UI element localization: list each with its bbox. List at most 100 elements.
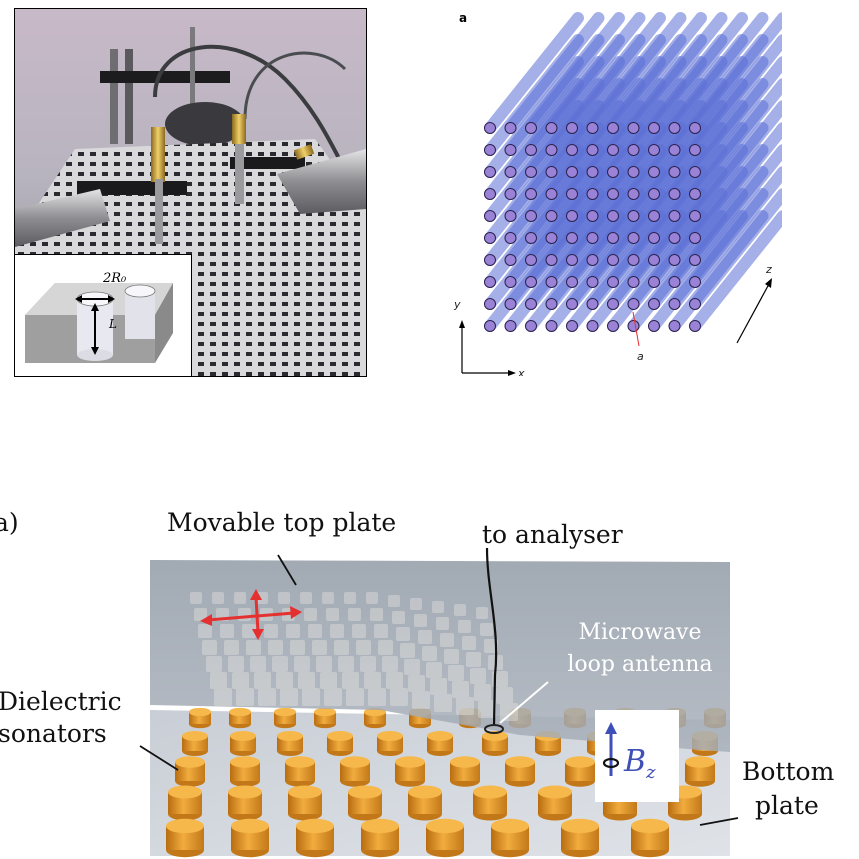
dielectric-resonator [288,785,322,821]
rod-face [484,298,496,310]
inset-drawing [25,283,173,363]
top-plate-resonator [276,672,293,689]
rod-face [545,144,558,156]
top-plate-resonator [426,662,442,678]
top-plate-resonator [326,608,339,621]
dielectric-resonator [230,756,260,787]
rod-face [545,320,558,332]
rod-face [566,188,578,200]
lattice-rod [586,210,687,332]
top-plate-resonator [206,656,222,672]
resonator-leader [139,745,179,771]
antenna-cable [485,547,498,727]
top-plate-resonator [410,598,422,610]
rod-face [689,166,701,178]
rod-face [566,166,578,178]
top-plate-resonator [448,665,464,681]
rod-face [586,210,599,222]
top-plate-resonator [234,592,246,604]
dielectric-resonator [189,707,211,729]
lattice-rod [504,210,605,332]
top-plate-resonator [190,592,202,604]
dielectric-resonator [426,818,464,858]
top-plate-resonator [242,624,256,638]
rod-face [504,298,517,310]
rod-face [545,166,558,178]
rod-face [668,276,681,288]
top-plate-resonator [352,624,366,638]
dielectric-resonator [285,756,315,787]
rod-face [504,276,517,288]
top-plate-resonator [210,672,227,689]
lattice-rod [689,210,789,332]
rod-face [668,298,681,310]
top-plate-resonator [302,688,320,706]
top-plate-resonator [390,688,408,706]
top-plate-resonator [370,608,383,621]
rod-face [627,144,640,156]
rod-face [586,122,599,134]
rod-face [504,210,517,222]
lattice-rod [627,210,728,332]
top-plate-resonator [264,624,278,638]
antenna-label-line2: loop antenna [567,652,713,677]
dielectric-resonator [473,785,507,821]
top-plate-resonator [322,592,334,604]
rod-face [525,144,537,156]
top-plate-resonator [360,656,376,672]
panel-label-fragment: a) [0,508,19,537]
experiment-photo: 2R₀ L [14,8,367,377]
rod-face [484,276,496,288]
rod-face [525,320,537,332]
rod-face [689,254,701,266]
dielectric-resonator [395,756,425,787]
dielectric-resonator [274,707,296,729]
top-plate-resonator [418,630,432,644]
rod-face [689,210,701,222]
top-plate-resonator [308,624,322,638]
top-plate-resonator [236,688,254,706]
top-plate-resonator [344,592,356,604]
rod-face [668,254,681,266]
rod-face [607,166,619,178]
top-plate-resonator [342,672,359,689]
top-plate-resonator [396,627,410,641]
rod-face [545,188,558,200]
rod-face [484,254,496,266]
dielectric-resonator [491,818,529,858]
top-plate-resonator [476,607,488,619]
dielectric-resonator [361,818,399,858]
top-plate-resonator [368,688,386,706]
top-plate-resonator [364,672,381,689]
lattice-constant-label: a [637,350,644,363]
top-plate-resonator [356,640,371,655]
lattice-rod [566,210,666,332]
top-plate-resonator [238,608,251,621]
dielectric-resonator [631,818,669,858]
top-plate-resonator [462,636,476,650]
top-plate-resonator [452,681,469,698]
lattice-rod [484,166,584,288]
dielectric-resonator [166,818,204,858]
rod-face [627,276,640,288]
rod-face [689,122,701,134]
top-plate-resonator [374,624,388,638]
rod-face [627,166,640,178]
rod-face [566,298,578,310]
dielectric-resonator [364,707,386,729]
rod-face [668,210,681,222]
inset-radius-label: 2R₀ [103,271,127,286]
rod-face [566,254,578,266]
rod-face [607,276,619,288]
dielectric-resonator [450,756,480,787]
rod-face [586,188,599,200]
top-plate-resonator [422,646,437,661]
rod-face [504,320,517,332]
field-inset-box [595,710,679,802]
rod-face [586,320,599,332]
rod-face [504,188,517,200]
rod-face [586,298,599,310]
top-plate-resonator [232,672,249,689]
rod-face [566,232,578,244]
top-plate-resonator [496,687,513,704]
